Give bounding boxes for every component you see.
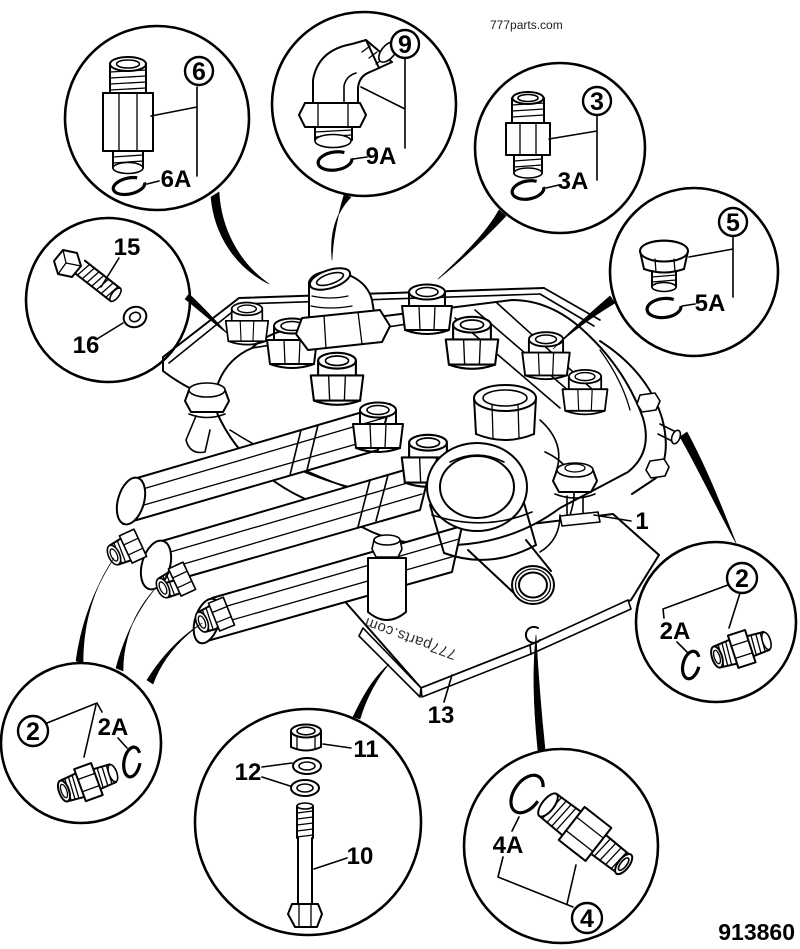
hex-plug — [473, 384, 537, 441]
part-number: 2 — [26, 718, 40, 746]
leader-lines — [261, 743, 352, 870]
washer-part-16 — [122, 305, 148, 329]
bottom-cap — [367, 534, 407, 621]
detail-circle — [270, 10, 458, 198]
plug-part-5 — [639, 239, 689, 293]
leader-lines — [681, 236, 734, 307]
part-number-circle — [581, 85, 613, 117]
callout-15-16: 15 16 — [24, 216, 192, 384]
callout-6: 6 6A — [63, 24, 251, 212]
detail-circle — [24, 216, 192, 384]
part-label: 2A — [98, 714, 129, 741]
washers-part-12 — [290, 757, 322, 797]
part-label: 6A — [161, 166, 192, 193]
fitting-part-2 — [705, 622, 777, 676]
fitting-part-2 — [52, 754, 124, 810]
fitting-part-3 — [505, 91, 551, 179]
right-section — [599, 340, 682, 495]
part-number-circle — [16, 714, 50, 748]
stud-left — [184, 382, 230, 454]
part-label: 3A — [558, 168, 589, 195]
o-ring-icon — [316, 150, 354, 172]
part-number-circle — [725, 561, 759, 595]
part-label: 16 — [73, 332, 100, 359]
part-number-circle — [570, 901, 604, 935]
o-ring-icon — [509, 773, 545, 815]
bolt-part-15 — [53, 249, 122, 303]
callout-2-left: 2 2A — [0, 661, 163, 825]
part-number: 6 — [192, 58, 206, 86]
leader-swooshes — [75, 191, 737, 752]
callout-3: 3 3A — [473, 61, 647, 235]
stud-right — [552, 462, 601, 527]
fitting-part-6 — [102, 56, 154, 175]
part-number: 9 — [398, 31, 412, 59]
detail-circle — [462, 747, 660, 945]
center-boss — [426, 442, 575, 605]
elbow-part-9 — [298, 39, 398, 149]
drawing-number: 913860 — [718, 919, 795, 945]
callout-9: 9 9A — [270, 10, 458, 198]
part-label: 15 — [114, 234, 141, 261]
assembly-leader-lines — [443, 514, 632, 703]
part-number: 4 — [580, 905, 594, 933]
detail-circle — [634, 540, 798, 704]
site-header: 777parts.com — [490, 18, 563, 32]
part-label: 5A — [695, 290, 726, 317]
callout-hardware: 11 12 10 — [193, 707, 423, 937]
o-ring-icon — [680, 649, 702, 681]
part-number: 2 — [735, 565, 749, 593]
detail-circle — [193, 707, 423, 937]
valve-assembly — [101, 267, 682, 698]
elbow-fitting-top — [295, 267, 391, 351]
o-ring-icon — [645, 296, 683, 320]
part-number: 3 — [590, 88, 604, 116]
part-label: 11 — [353, 736, 378, 763]
nut-part-11 — [290, 723, 322, 752]
part-label: 12 — [235, 759, 262, 786]
detail-circle — [0, 661, 163, 825]
o-ring-icon — [111, 175, 147, 197]
detail-circle — [473, 61, 647, 235]
part-label: 2A — [660, 618, 691, 645]
o-ring-icon — [122, 745, 142, 779]
valve-assembly-label: 1 — [635, 508, 648, 535]
base-plate-label: 13 — [428, 702, 455, 729]
leader-lines — [146, 86, 198, 185]
leader-lines — [352, 58, 406, 160]
fitting-part-4 — [537, 792, 634, 876]
part-number-circle — [389, 28, 421, 60]
o-ring-icon — [510, 179, 546, 201]
part-label: 4A — [493, 832, 524, 859]
leader-lines — [46, 702, 128, 758]
bolt-part-10 — [287, 802, 323, 928]
part-number-circle — [717, 206, 749, 238]
part-label: 10 — [347, 843, 374, 870]
callout-4: 4 4A — [462, 747, 660, 945]
part-number: 5 — [726, 209, 740, 237]
detail-circle — [63, 24, 251, 212]
leader-lines — [497, 816, 577, 908]
leader-lines — [96, 257, 124, 340]
callout-5: 5 5A — [608, 186, 780, 358]
leader-lines — [545, 115, 598, 189]
callout-2-right: 2 2A — [634, 540, 798, 704]
part-number-circle — [183, 55, 215, 87]
leader-lines — [662, 584, 741, 653]
part-label: 9A — [366, 143, 397, 170]
spool-port — [101, 528, 148, 572]
detail-circle — [608, 186, 780, 358]
